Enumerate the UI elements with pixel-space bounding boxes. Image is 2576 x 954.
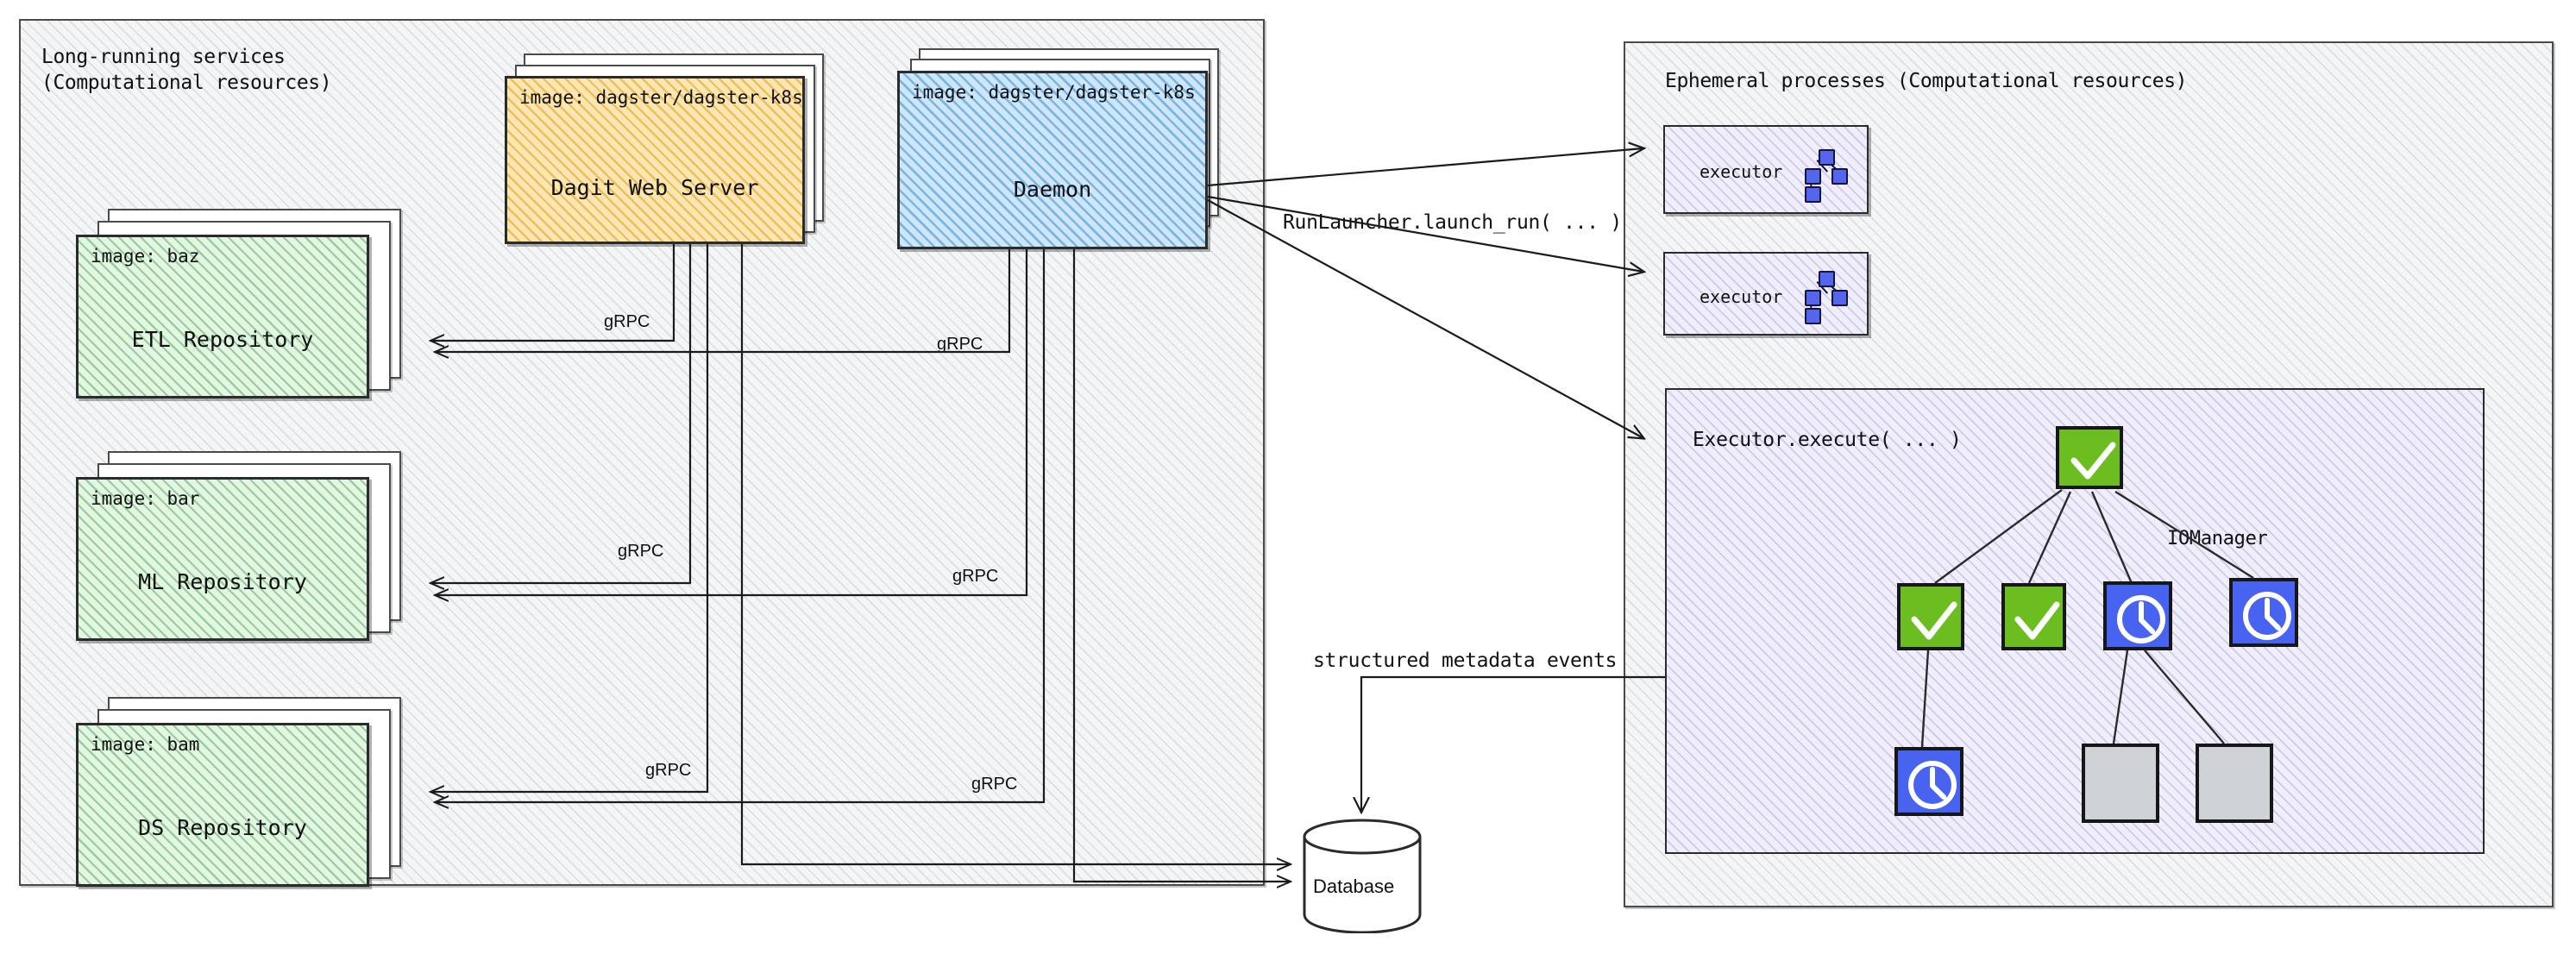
executor-execute-title: Executor.execute( ... ) [1693, 429, 1962, 451]
grpc-label-4: gRPC [952, 567, 999, 586]
check-icon [2070, 442, 2116, 480]
step-node-s4[interactable] [2229, 578, 2298, 647]
dag-icon [1803, 147, 1850, 203]
daemon-box[interactable]: image: dagster/dagster-k8s Daemon [897, 71, 1208, 249]
step-node-root[interactable] [2056, 426, 2123, 489]
ml-repository-box[interactable]: image: bar ML Repository [76, 477, 369, 641]
step-node-s1[interactable] [1897, 583, 1964, 650]
ml-repo-image-label: image: bar [91, 488, 200, 509]
step-node-s5[interactable] [1894, 747, 1963, 816]
etl-repository-box[interactable]: image: baz ETL Repository [76, 235, 369, 399]
step-node-s2[interactable] [2001, 583, 2066, 650]
right-panel-title: Ephemeral processes (Computational resou… [1665, 70, 2188, 92]
cylinder-icon [1303, 819, 1422, 934]
step-node-s3[interactable] [2103, 581, 2172, 650]
run-launcher-label: RunLauncher.launch_run( ... ) [1283, 211, 1622, 234]
executor-card-1-label: executor [1700, 161, 1783, 182]
ds-repo-image-label: image: bam [91, 734, 200, 755]
left-panel-title-line1: Long-running services [41, 46, 286, 68]
grpc-label-5: gRPC [645, 761, 692, 780]
database-label: Database [1313, 876, 1395, 897]
ml-repo-title: ML Repository [138, 569, 307, 594]
ds-repository-box[interactable]: image: bam DS Repository [76, 723, 369, 887]
executor-card-1[interactable]: executor [1663, 125, 1869, 214]
step-node-s7[interactable] [2196, 744, 2273, 823]
executor-card-2[interactable]: executor [1663, 252, 1869, 336]
ds-repo-title: DS Repository [138, 815, 307, 840]
dagit-web-server-box[interactable]: image: dagster/dagster-k8s Dagit Web Ser… [505, 76, 805, 244]
check-icon [1911, 601, 1957, 640]
grpc-label-3: gRPC [618, 542, 664, 561]
etl-repo-title: ETL Repository [131, 327, 314, 352]
dagit-image-label: image: dagster/dagster-k8s [519, 87, 803, 108]
executor-card-2-label: executor [1700, 286, 1783, 307]
executor-execute-panel [1665, 388, 2485, 854]
clock-icon [1908, 761, 1957, 809]
clock-icon [2243, 592, 2291, 640]
dagit-title: Dagit Web Server [550, 175, 759, 200]
iomanager-label: IOManager [2167, 528, 2268, 549]
clock-icon [2117, 595, 2165, 643]
daemon-image-label: image: dagster/dagster-k8s [912, 82, 1196, 103]
metadata-events-label: structured metadata events [1313, 650, 1618, 672]
grpc-label-1: gRPC [604, 312, 650, 331]
grpc-label-2: gRPC [937, 335, 983, 354]
step-node-s6[interactable] [2082, 744, 2159, 823]
check-icon [2014, 601, 2060, 640]
database-cylinder[interactable] [1301, 818, 1423, 934]
etl-repo-image-label: image: baz [91, 246, 200, 267]
left-panel-title-line2: (Computational resources) [41, 72, 332, 94]
daemon-title: Daemon [1013, 177, 1092, 202]
grpc-label-6: gRPC [971, 775, 1018, 794]
dag-icon [1803, 269, 1850, 324]
